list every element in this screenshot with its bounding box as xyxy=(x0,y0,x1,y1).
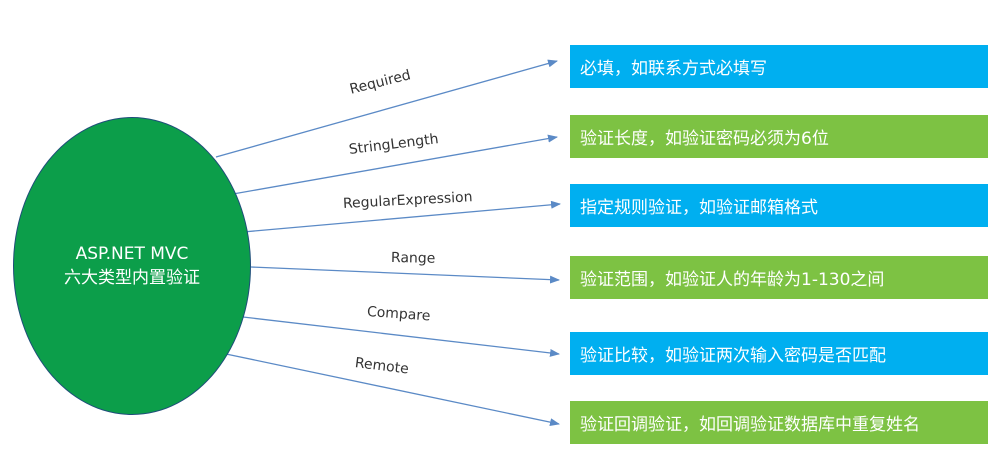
box-remote: 验证回调验证，如回调验证数据库中重复姓名 xyxy=(570,401,988,444)
box-compare-text: 验证比较，如验证两次输入密码是否匹配 xyxy=(580,346,886,366)
arrow-stringlength xyxy=(232,134,558,195)
box-required-text: 必填，如联系方式必填写 xyxy=(580,59,767,79)
box-range: 验证范围，如验证人的年龄为1-130之间 xyxy=(570,256,988,299)
box-regularexpression-text: 指定规则验证，如验证邮箱格式 xyxy=(580,198,818,218)
box-range-text: 验证范围，如验证人的年龄为1-130之间 xyxy=(580,270,885,290)
arrow-compare xyxy=(242,316,560,357)
center-node: ASP.NET MVC 六大类型内置验证 xyxy=(13,117,251,415)
arrow-remote xyxy=(225,353,560,427)
box-remote-text: 验证回调验证，如回调验证数据库中重复姓名 xyxy=(580,415,920,435)
arrow-regularexpression xyxy=(242,200,561,233)
box-compare: 验证比较，如验证两次输入密码是否匹配 xyxy=(570,332,988,375)
arrow-range xyxy=(250,266,560,284)
box-stringlength-text: 验证长度，如验证密码必须为6位 xyxy=(580,129,829,149)
box-stringlength: 验证长度，如验证密码必须为6位 xyxy=(570,115,988,158)
box-regularexpression: 指定规则验证，如验证邮箱格式 xyxy=(570,184,988,227)
edge-label-range: Range xyxy=(390,250,436,267)
arrow-required xyxy=(215,59,558,158)
center-title: ASP.NET MVC xyxy=(75,244,189,264)
center-subtitle: 六大类型内置验证 xyxy=(64,268,200,288)
box-required: 必填，如联系方式必填写 xyxy=(570,45,988,88)
